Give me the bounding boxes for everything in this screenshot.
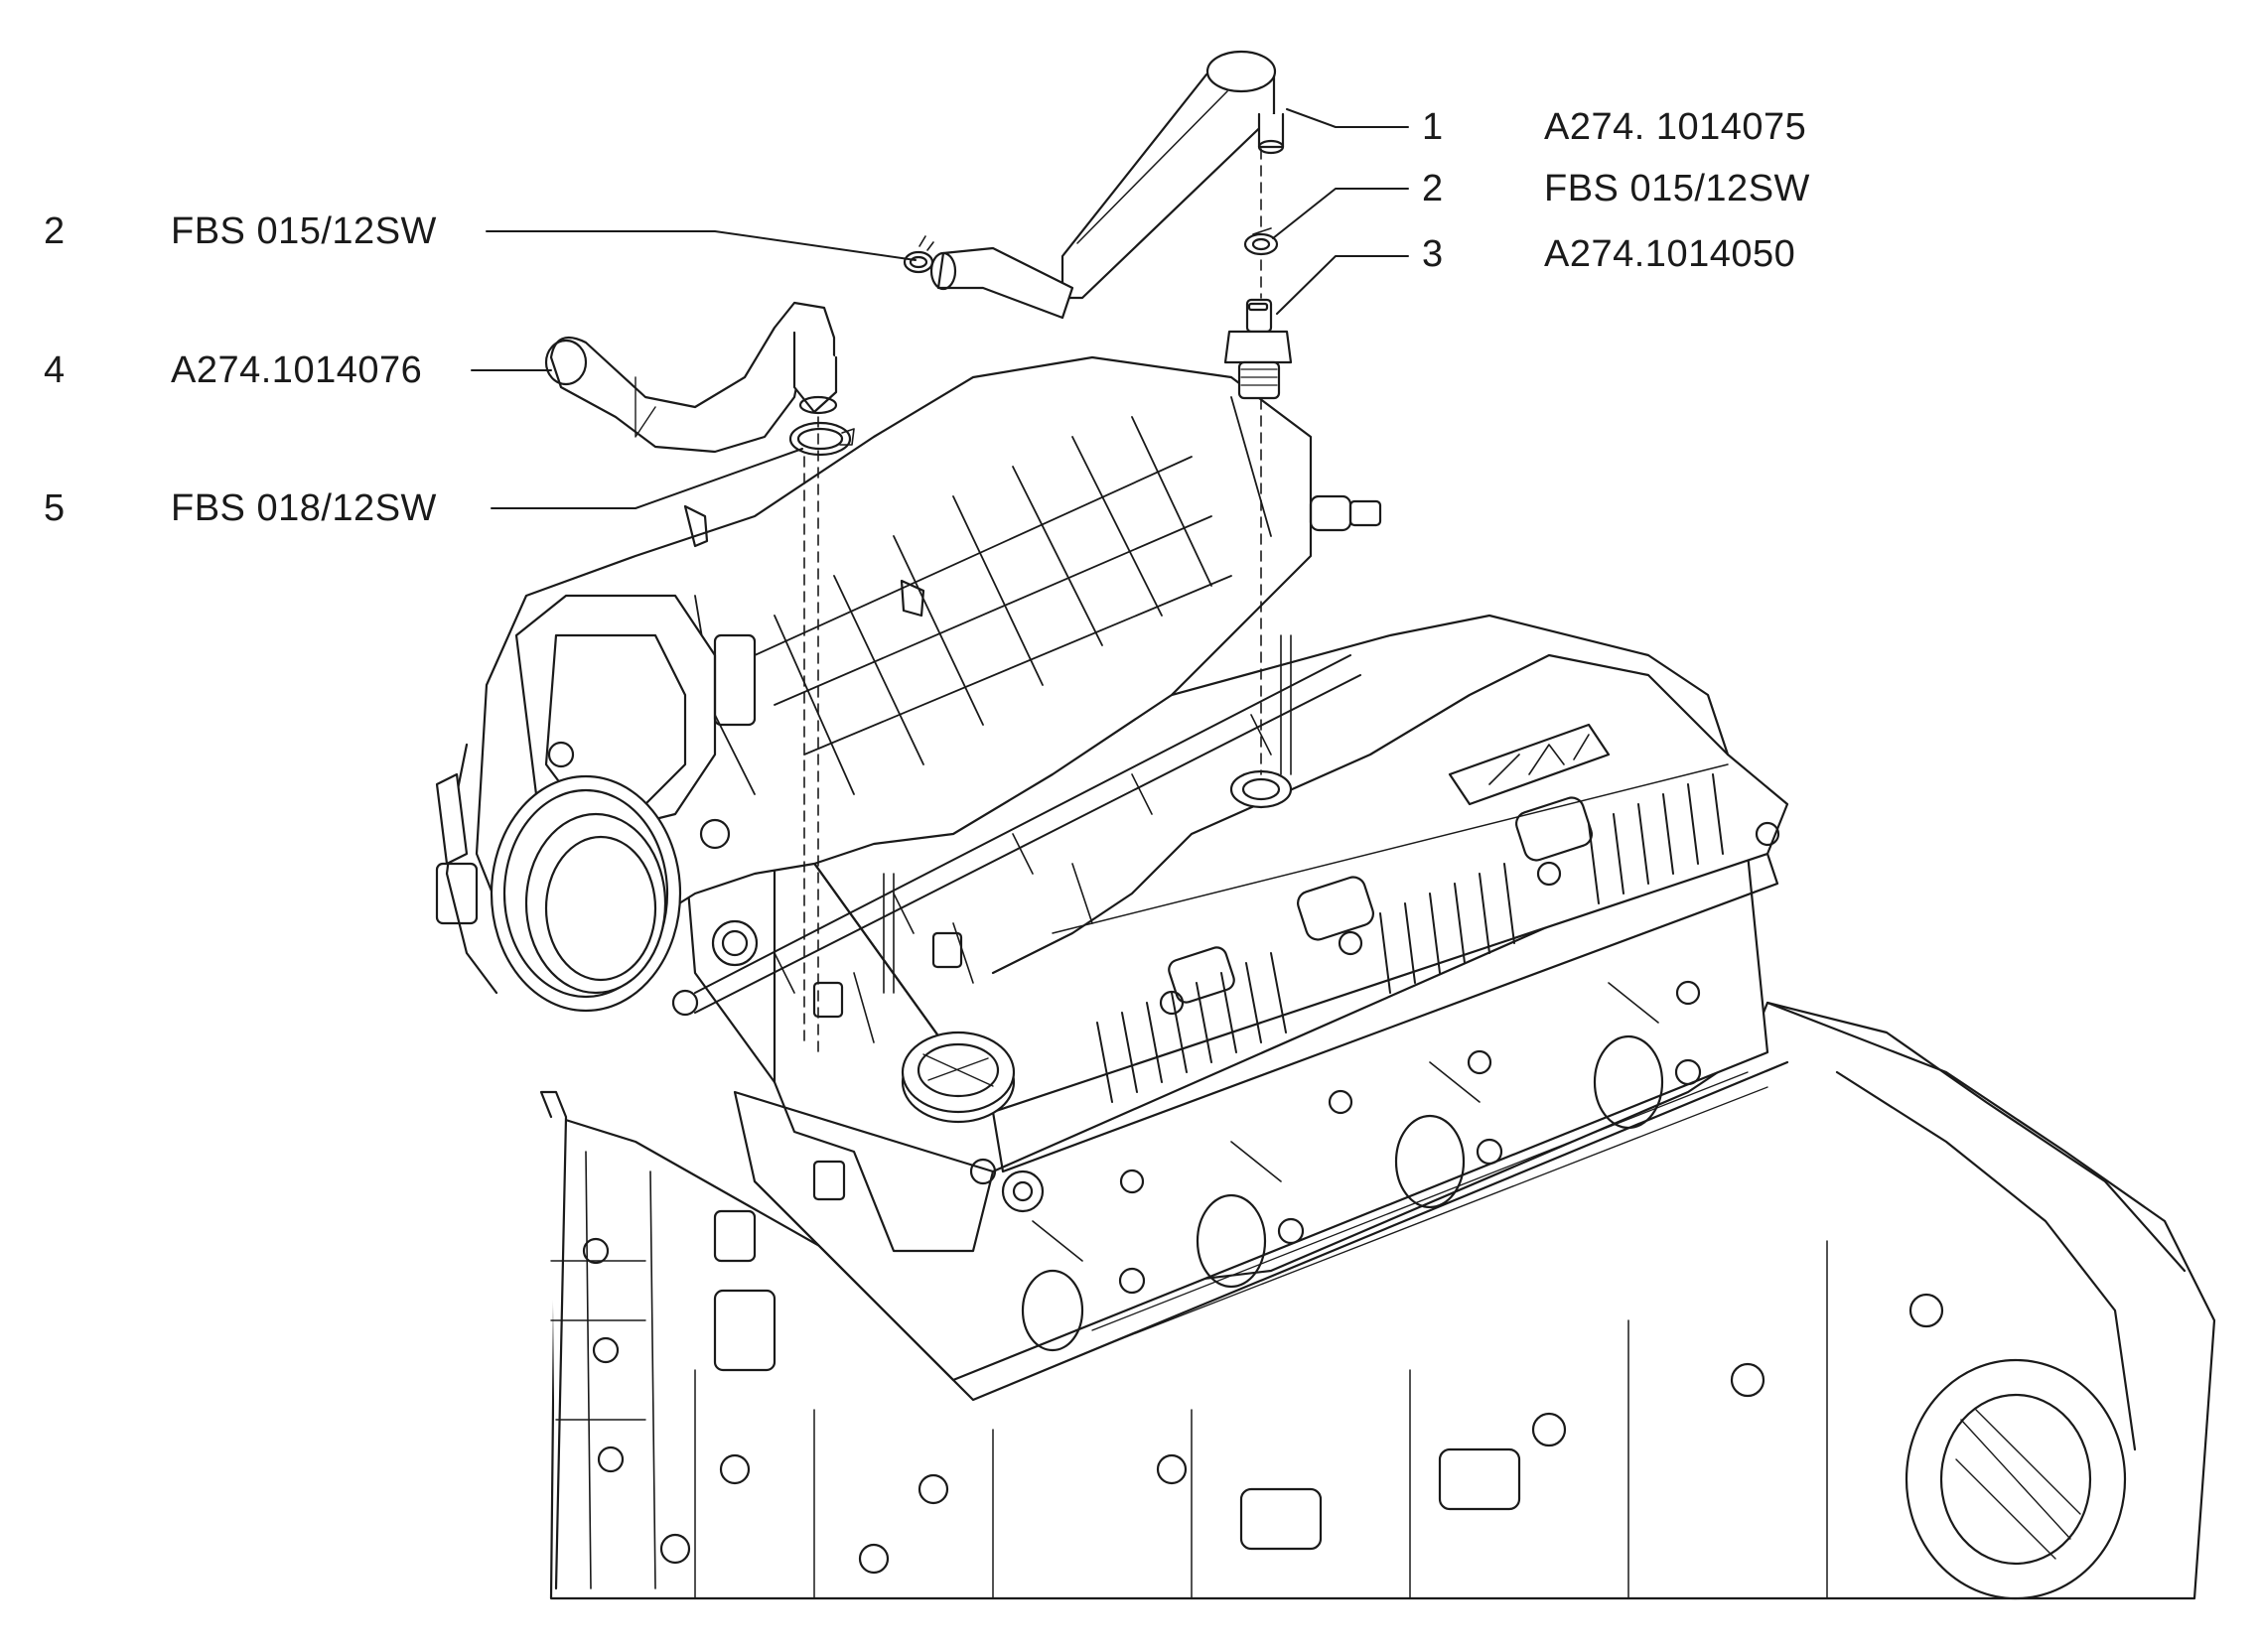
callout-2-left-number: 2 — [44, 210, 66, 252]
pcv-valve-part-3 — [1223, 298, 1293, 400]
callout-2-right-part-number: FBS 015/12SW — [1544, 168, 1810, 209]
callout-3-number: 3 — [1422, 233, 1444, 275]
callout-2-left-part: FBS 015/12SW — [171, 209, 437, 253]
callout-3-part: A274.1014050 — [1544, 232, 1795, 276]
callout-5-number: 5 — [44, 487, 66, 529]
hose-part-2-lower — [929, 246, 1074, 320]
callout-3: 3 — [1422, 232, 1444, 276]
callout-5: 5 — [44, 486, 66, 530]
callout-2-left: 2 — [44, 209, 66, 253]
hose-part-1 — [1060, 50, 1285, 300]
callout-2-right: 2 — [1422, 167, 1444, 210]
callout-1: 1 — [1422, 105, 1444, 149]
timing-cover — [539, 1090, 777, 1590]
callout-2-left-part-number: FBS 015/12SW — [171, 210, 437, 252]
leader-lines — [471, 108, 1409, 509]
callout-4-number: 4 — [44, 349, 66, 391]
callout-2-right-number: 2 — [1422, 168, 1444, 209]
callout-1-part-number: A274. 1014075 — [1544, 106, 1807, 148]
callout-4-part-number: A274.1014076 — [171, 349, 423, 391]
callout-5-part: FBS 018/12SW — [171, 486, 437, 530]
hose-part-4 — [544, 301, 838, 454]
callout-4-part: A274.1014076 — [171, 348, 422, 392]
callout-4: 4 — [44, 348, 66, 392]
callout-2-right-part: FBS 015/12SW — [1544, 167, 1810, 210]
cylinder-head — [733, 852, 1789, 1402]
assembly-lines — [803, 148, 1262, 1053]
clamp-2-right — [1243, 227, 1279, 256]
callout-1-part: A274. 1014075 — [1544, 105, 1806, 149]
callout-1-number: 1 — [1422, 106, 1444, 148]
callout-5-part-number: FBS 018/12SW — [171, 487, 437, 529]
callout-3-part-number: A274.1014050 — [1544, 233, 1796, 275]
engine-block — [549, 1001, 2216, 1600]
clamp-2-left — [903, 235, 934, 274]
clamp-part-5 — [788, 421, 855, 457]
